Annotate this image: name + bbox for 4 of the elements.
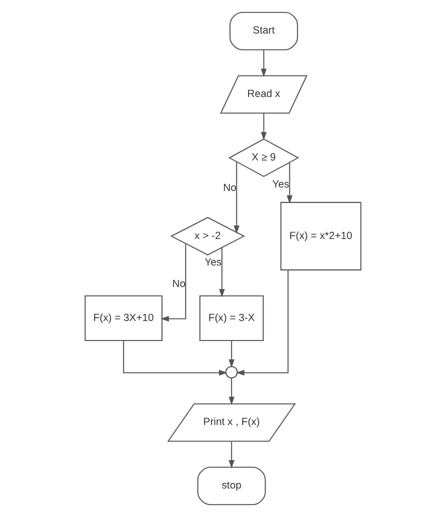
edge-label: Yes bbox=[204, 257, 222, 268]
edge-label: Yes bbox=[272, 179, 290, 190]
edge-label: No bbox=[223, 182, 236, 194]
edge-label: No bbox=[172, 278, 186, 290]
